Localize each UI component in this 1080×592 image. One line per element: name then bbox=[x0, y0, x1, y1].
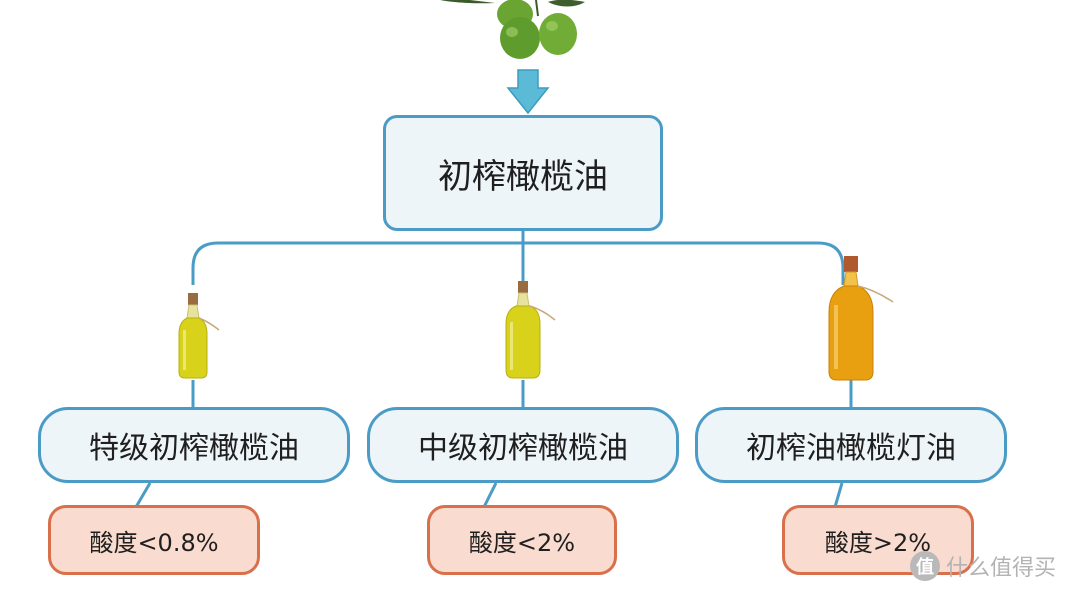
acidity-label: 酸度<2% bbox=[468, 528, 576, 557]
olive-oil-bottle-icon bbox=[828, 256, 894, 381]
grade-node-extra-virgin: 特级初榨橄榄油 bbox=[38, 407, 350, 483]
grade-node-label: 特级初榨橄榄油 bbox=[89, 431, 299, 466]
watermark-logo-icon: 值 bbox=[910, 551, 940, 581]
grade-node-label: 中级初榨橄榄油 bbox=[418, 431, 628, 466]
olive-oil-bottle-icon bbox=[505, 281, 556, 379]
acidity-label: 酸度<0.8% bbox=[89, 528, 219, 557]
grade-node-lampante: 初榨油橄榄灯油 bbox=[695, 407, 1007, 483]
acidity-node-extra-virgin: 酸度<0.8% bbox=[48, 505, 260, 575]
down-arrow-icon bbox=[506, 69, 550, 115]
watermark: 值 什么值得买 bbox=[910, 548, 1080, 584]
grade-node-label: 初榨油橄榄灯油 bbox=[746, 431, 956, 466]
tree-connectors bbox=[134, 231, 853, 508]
acidity-label: 酸度>2% bbox=[824, 528, 932, 557]
root-node-virgin-olive-oil: 初榨橄榄油 bbox=[383, 115, 663, 231]
root-node-label: 初榨橄榄油 bbox=[438, 156, 608, 197]
watermark-text: 什么值得买 bbox=[946, 556, 1057, 581]
olive-oil-bottle-icon bbox=[178, 293, 220, 379]
olives-image bbox=[440, 0, 585, 59]
acidity-node-lampante: 酸度>2% bbox=[782, 505, 974, 575]
acidity-node-virgin: 酸度<2% bbox=[427, 505, 617, 575]
grade-node-virgin: 中级初榨橄榄油 bbox=[367, 407, 679, 483]
